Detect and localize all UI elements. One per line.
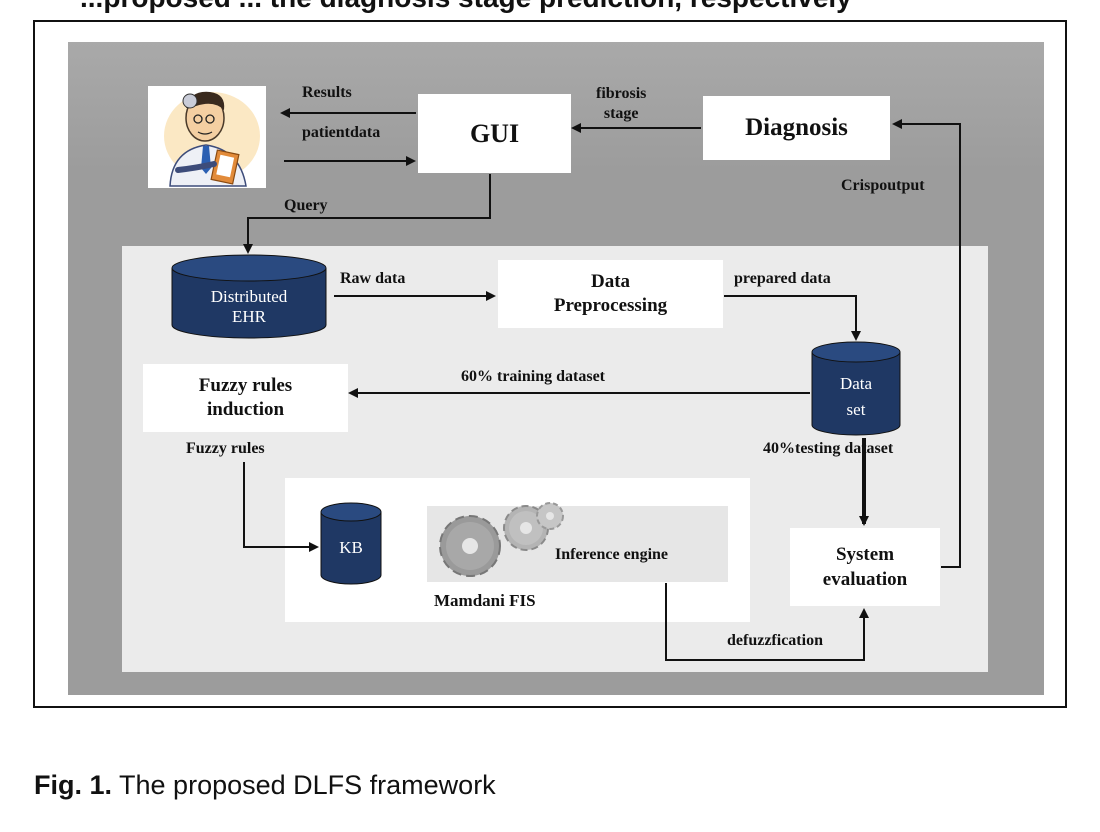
gui-box: GUI (418, 94, 571, 173)
diagnosis-box: Diagnosis (703, 96, 890, 160)
system-evaluation-box: System evaluation (790, 528, 940, 606)
results-label: Results (302, 84, 352, 101)
data-preprocessing-box: Data Preprocessing (498, 260, 723, 328)
caption-text: The proposed DLFS framework (112, 770, 496, 800)
gui-label: GUI (469, 118, 520, 148)
defuzzification-label: defuzzfication (727, 632, 823, 649)
figure-caption: Fig. 1. The proposed DLFS framework (34, 770, 496, 801)
crisp-output-label: Crispoutput (841, 177, 925, 194)
kb-label: KB (339, 538, 363, 557)
mamdani-fis-label: Mamdani FIS (434, 591, 536, 610)
caption-label: Fig. 1. (34, 770, 113, 800)
query-label: Query (284, 197, 328, 214)
raw-data-label: Raw data (340, 270, 406, 287)
header-fragment: ...proposed ... the diagnosis stage pred… (80, 0, 852, 14)
testing-dataset-label: 40%testing dataset (763, 440, 894, 457)
inference-engine-label: Inference engine (555, 546, 669, 563)
training-dataset-label: 60% training dataset (461, 368, 605, 385)
inference-engine-panel (427, 506, 728, 582)
patient-data-label: patientdata (302, 124, 381, 141)
diagnosis-label: Diagnosis (745, 114, 848, 141)
fuzzy-rules-induction-box: Fuzzy rules induction (143, 364, 348, 432)
fuzzy-rules-label: Fuzzy rules (186, 440, 265, 457)
prepared-data-label: prepared data (734, 270, 831, 287)
header-strip: ...proposed ... the diagnosis stage pred… (0, 0, 1100, 20)
